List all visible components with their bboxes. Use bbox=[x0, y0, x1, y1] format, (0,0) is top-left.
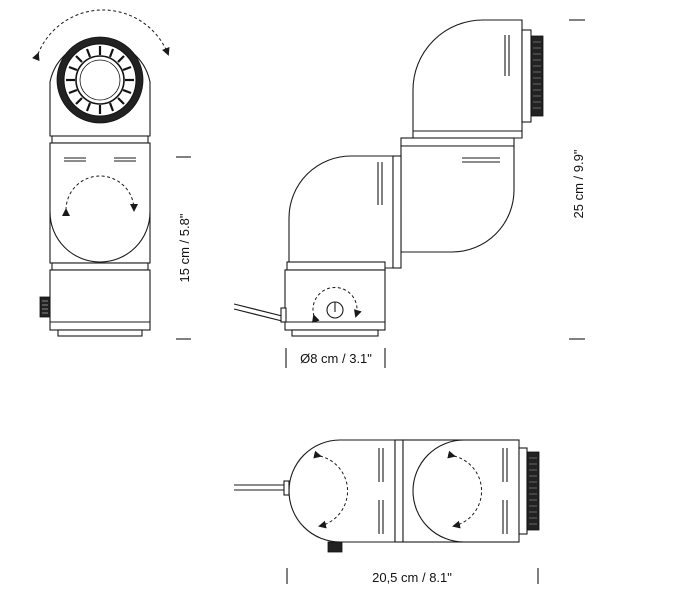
dimension-height-front: 15 cm / 5.8" bbox=[177, 213, 192, 282]
switch-knob bbox=[39, 296, 51, 318]
upper-elbow bbox=[412, 19, 523, 139]
base-side bbox=[284, 269, 386, 331]
switch-knob bbox=[327, 541, 343, 553]
lens-top bbox=[526, 451, 540, 531]
middle-elbow-right bbox=[400, 145, 515, 253]
front-view bbox=[32, 9, 191, 340]
rotation-arrow-icon bbox=[311, 286, 362, 323]
dimension-diameter: Ø8 cm / 3.1" bbox=[300, 351, 372, 366]
rotation-arrow-icon bbox=[447, 450, 483, 529]
base bbox=[49, 269, 151, 331]
lens-fins bbox=[66, 46, 134, 114]
cable bbox=[233, 303, 283, 317]
dimension-height-side: 25 cm / 9.9" bbox=[571, 149, 586, 218]
lens-core bbox=[75, 55, 125, 105]
rotation-arrow-icon bbox=[313, 450, 349, 529]
dimension-width-top: 20,5 cm / 8.1" bbox=[372, 570, 452, 585]
rotation-arrow-icon bbox=[32, 9, 170, 62]
top-segment-right bbox=[402, 439, 520, 543]
top-view bbox=[234, 439, 540, 584]
side-view bbox=[233, 19, 585, 368]
lower-elbow-left bbox=[288, 155, 394, 269]
